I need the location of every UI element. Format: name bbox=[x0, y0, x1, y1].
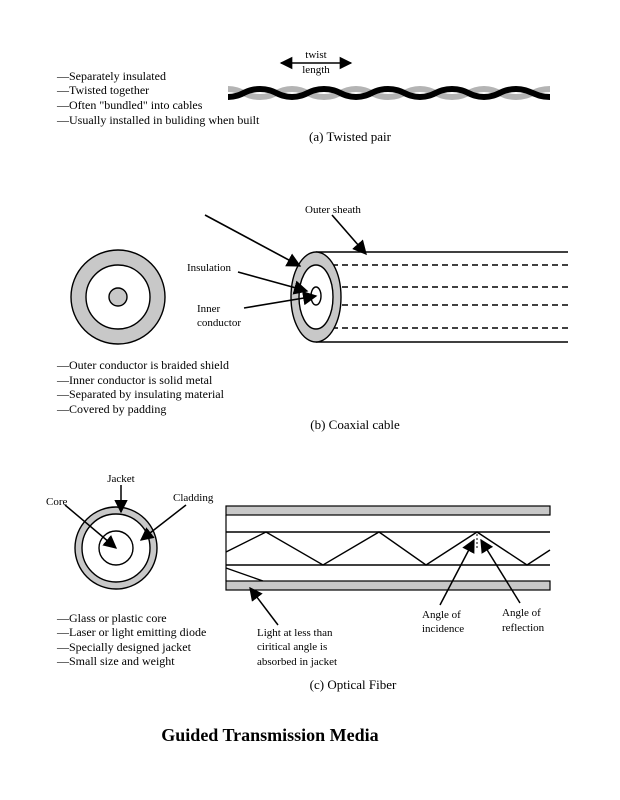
coaxial-caption: (b) Coaxial cable bbox=[310, 417, 400, 432]
absorbed-label-1: Light at less than bbox=[257, 627, 333, 639]
twist-label: twist bbox=[305, 49, 326, 61]
black-wire bbox=[227, 85, 551, 101]
fiber-side-callouts: Light at less than ciritical angle is ab… bbox=[249, 538, 545, 668]
insulation-label: Insulation bbox=[187, 262, 231, 274]
coax-side-view bbox=[290, 251, 568, 343]
coax-notes: —Outer conductor is braided shield —Inne… bbox=[56, 358, 229, 416]
coax-note-2: —Inner conductor is solid metal bbox=[56, 373, 213, 387]
page-title: Guided Transmission Media bbox=[161, 725, 378, 745]
optical-section: Jacket Core Cladding Light at less than … bbox=[46, 473, 551, 692]
jacket-label: Jacket bbox=[107, 473, 134, 485]
conductor-label: conductor bbox=[197, 317, 241, 329]
reflection-label-1: Angle of bbox=[502, 607, 541, 619]
fiber-note-2: —Laser or light emitting diode bbox=[56, 625, 206, 639]
core-label: Core bbox=[46, 496, 68, 508]
coax-note-1: —Outer conductor is braided shield bbox=[56, 358, 229, 372]
outer-sheath-label: Outer sheath bbox=[305, 204, 361, 216]
fiber-side-view bbox=[225, 505, 551, 591]
coax-callouts: Outer sheath Insulation Inner conductor bbox=[187, 204, 367, 329]
absorbed-label-3: absorbed in jacket bbox=[257, 656, 337, 668]
length-label: length bbox=[302, 64, 330, 76]
absorbed-label-2: ciritical angle is bbox=[257, 641, 327, 653]
coax-cross-section bbox=[70, 249, 166, 345]
coaxial-section: Outer sheath Insulation Inner conductor … bbox=[56, 204, 568, 432]
absorbed-ray bbox=[225, 567, 264, 582]
incidence-label-1: Angle of bbox=[422, 609, 461, 621]
twisted-note-1: —Separately insulated bbox=[56, 69, 166, 83]
coax-note-4: —Covered by padding bbox=[56, 402, 166, 416]
optical-caption: (c) Optical Fiber bbox=[310, 677, 397, 692]
reflection-label-2: reflection bbox=[502, 622, 545, 634]
coax-note-3: —Separated by insulating material bbox=[56, 387, 225, 401]
twisted-note-2: —Twisted together bbox=[56, 83, 149, 97]
twisted-pair-notes: —Separately insulated —Twisted together … bbox=[56, 69, 260, 127]
fiber-note-1: —Glass or plastic core bbox=[56, 611, 167, 625]
light-ray-path bbox=[225, 531, 551, 566]
fiber-note-4: —Small size and weight bbox=[56, 654, 175, 668]
fiber-cross-callouts: Jacket Core Cladding bbox=[46, 473, 214, 549]
fiber-notes: —Glass or plastic core —Laser or light e… bbox=[56, 611, 206, 668]
inner-label: Inner bbox=[197, 303, 221, 315]
twisted-pair-section: twist length —Separately insulated —Twis… bbox=[56, 49, 551, 144]
twisted-note-3: —Often "bundled" into cables bbox=[56, 98, 203, 112]
twisted-pair-wires bbox=[227, 85, 551, 101]
fiber-note-3: —Specially designed jacket bbox=[56, 640, 192, 654]
twisted-note-4: —Usually installed in buliding when buil… bbox=[56, 113, 260, 127]
cladding-label: Cladding bbox=[173, 492, 214, 504]
incidence-label-2: incidence bbox=[422, 623, 464, 635]
twisted-pair-caption: (a) Twisted pair bbox=[309, 129, 392, 144]
twist-length-indicator: twist length bbox=[279, 49, 353, 76]
gray-wire bbox=[227, 85, 551, 101]
